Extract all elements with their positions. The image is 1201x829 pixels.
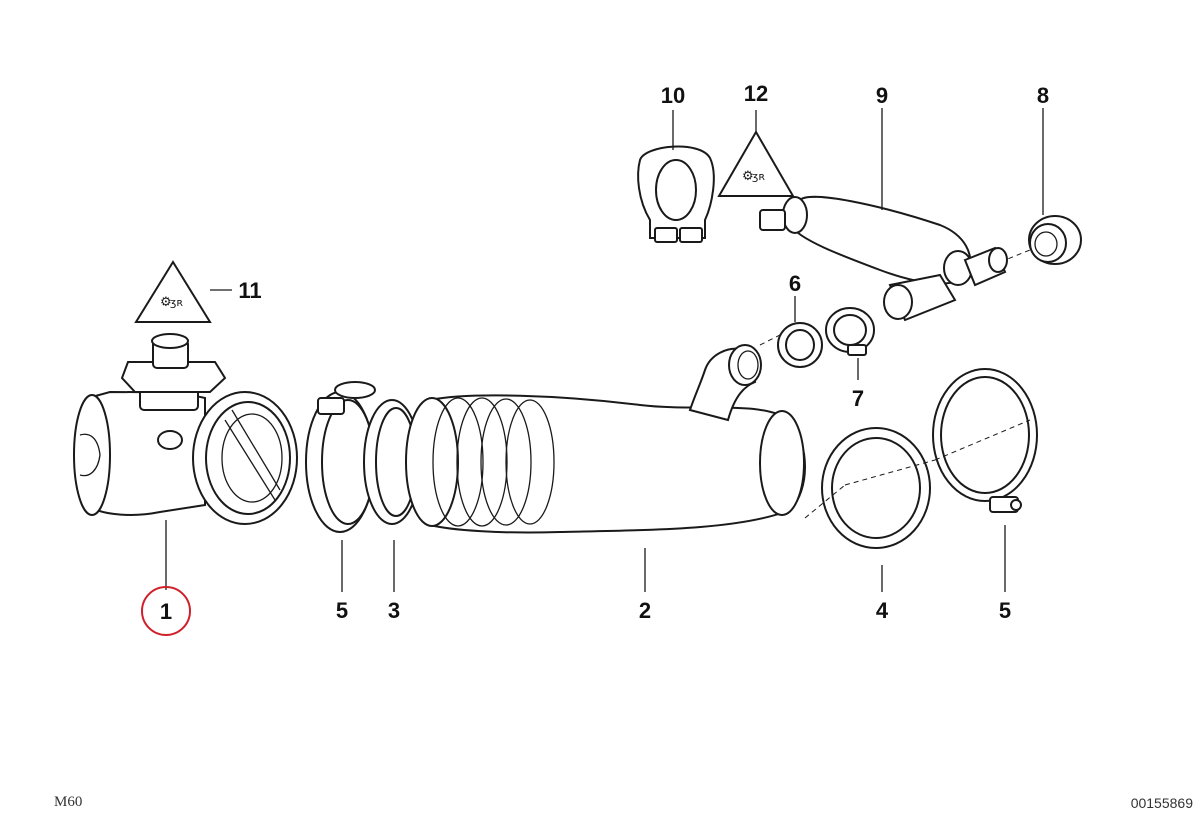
callout-7[interactable]: 7 (852, 386, 864, 411)
svg-text:⚙: ⚙ (742, 169, 754, 184)
callout-10[interactable]: 10 (661, 83, 685, 108)
callout-4[interactable]: 4 (876, 598, 889, 623)
callout-5-left[interactable]: 5 (336, 598, 348, 623)
callout-9[interactable]: 9 (876, 83, 888, 108)
callout-1[interactable]: 1 (160, 599, 172, 624)
svg-text:ʒʀ: ʒʀ (752, 170, 765, 183)
callout-12[interactable]: 12 (744, 81, 768, 106)
part-7-small-clamp[interactable] (825, 307, 875, 356)
part-10-bracket[interactable] (637, 145, 715, 243)
svg-text:ʒʀ: ʒʀ (170, 296, 183, 309)
svg-text:⚙: ⚙ (160, 295, 172, 310)
part-1-air-mass-meter[interactable] (73, 333, 298, 525)
part-6-ring[interactable] (777, 322, 823, 368)
note-triangle-12: ⚙ ʒʀ (717, 130, 795, 197)
note-triangle-11: ⚙ ʒʀ (134, 260, 212, 323)
part-4-sealing-ring[interactable] (821, 427, 931, 549)
callout-6[interactable]: 6 (789, 271, 801, 296)
callout-1-highlight (141, 586, 191, 636)
callout-8[interactable]: 8 (1037, 83, 1049, 108)
part-8-grommet[interactable] (1028, 215, 1082, 265)
part-5-hose-clamp-right[interactable] (932, 368, 1038, 513)
callout-3[interactable]: 3 (388, 598, 400, 623)
callout-11[interactable]: 11 (238, 278, 261, 303)
part-9-valve[interactable] (759, 195, 1008, 322)
model-code: M60 (54, 794, 82, 810)
part-2-intake-boot[interactable] (405, 344, 806, 534)
leader-lines (165, 108, 1044, 592)
part-3-sealing-ring[interactable] (363, 399, 421, 525)
callout-2[interactable]: 2 (639, 598, 651, 623)
diagram-number: 00155869 (1131, 795, 1194, 811)
callout-5-right[interactable]: 5 (999, 598, 1011, 623)
